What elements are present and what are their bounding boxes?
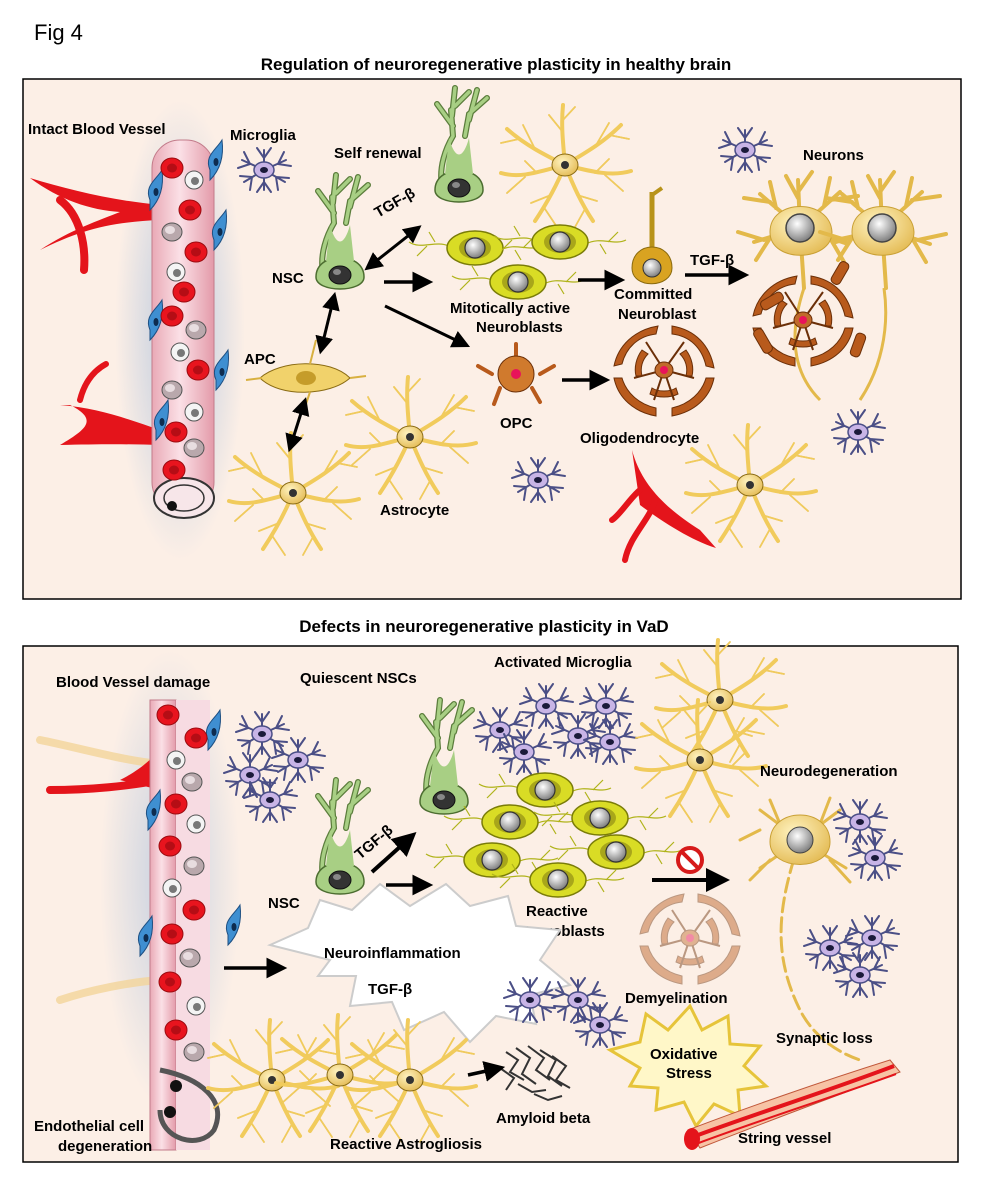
label-quiescent: Quiescent NSCs: [300, 670, 417, 687]
figure-label: Fig 4: [34, 20, 83, 45]
myelinated-axon-top: [793, 287, 888, 402]
label-oxidative-1: Oxidative: [650, 1046, 718, 1063]
oxidative-stress-burst: [606, 1003, 770, 1129]
opc-cell: [476, 342, 556, 406]
label-tgf-beta-bot-2: TGF-β: [368, 981, 412, 998]
label-reactive-astro: Reactive Astrogliosis: [330, 1136, 482, 1153]
label-astrocyte: Astrocyte: [380, 502, 449, 519]
label-intact-vessel: Intact Blood Vessel: [28, 121, 166, 138]
neuroinflammation-burst: [266, 882, 573, 1044]
label-amyloid: Amyloid beta: [496, 1110, 591, 1127]
arrow-nsc-neuroblasts-up: [370, 831, 417, 874]
label-endo-2: degeneration: [58, 1138, 152, 1155]
label-nsc-bottom: NSC: [268, 895, 300, 912]
label-demyelination: Demyelination: [625, 990, 728, 1007]
label-microglia: Microglia: [230, 127, 297, 144]
committed-neuroblast: [631, 186, 673, 285]
label-committed-1: Committed: [614, 286, 692, 303]
label-neurons: Neurons: [803, 147, 864, 164]
top-intact-vessel: [30, 100, 245, 560]
label-opc: OPC: [500, 415, 533, 432]
label-mitotic-2: Neuroblasts: [476, 319, 563, 336]
label-oligodendrocyte: Oligodendrocyte: [580, 430, 699, 447]
bottom-damaged-vessel: [36, 650, 241, 1151]
label-string-vessel: String vessel: [738, 1130, 831, 1147]
label-synaptic-loss: Synaptic loss: [776, 1030, 873, 1047]
arrow-apc-astrocyte: [285, 397, 310, 453]
label-mitotic-1: Mitotically active: [450, 300, 570, 317]
label-vessel-damage: Blood Vessel damage: [56, 674, 210, 691]
label-committed-2: Neuroblast: [618, 306, 696, 323]
label-self-renewal: Self renewal: [334, 145, 422, 162]
label-nsc-top: NSC: [272, 270, 304, 287]
label-reactive-nb-1: Reactive: [526, 903, 588, 920]
arrow-nsc-self-renewal: [364, 225, 422, 271]
bottom-panel-title: Defects in neuroregenerative plasticity …: [299, 617, 668, 636]
amyloid-plaque: [499, 1045, 571, 1102]
label-apc: APC: [244, 351, 276, 368]
label-neurodegeneration: Neurodegeneration: [760, 763, 898, 780]
label-tgf-beta-top-2: TGF-β: [690, 252, 734, 269]
myelin-segments-top: [753, 261, 867, 358]
top-artery: [609, 450, 716, 563]
arrow-nsc-apc: [315, 291, 340, 355]
label-neuroinflammation: Neuroinflammation: [324, 945, 461, 962]
label-activated-microglia: Activated Microglia: [494, 654, 632, 671]
string-vessel: [684, 1059, 901, 1150]
arrow-astro-amyloid: [467, 1061, 506, 1082]
blocked-arrow: [652, 846, 730, 892]
label-endo-1: Endothelial cell: [34, 1118, 144, 1135]
top-panel-title: Regulation of neuroregenerative plastici…: [261, 55, 731, 74]
arrow-nsc-opc: [384, 304, 471, 348]
degenerating-neuron: [738, 796, 862, 1062]
label-oxidative-2: Stress: [666, 1065, 712, 1082]
